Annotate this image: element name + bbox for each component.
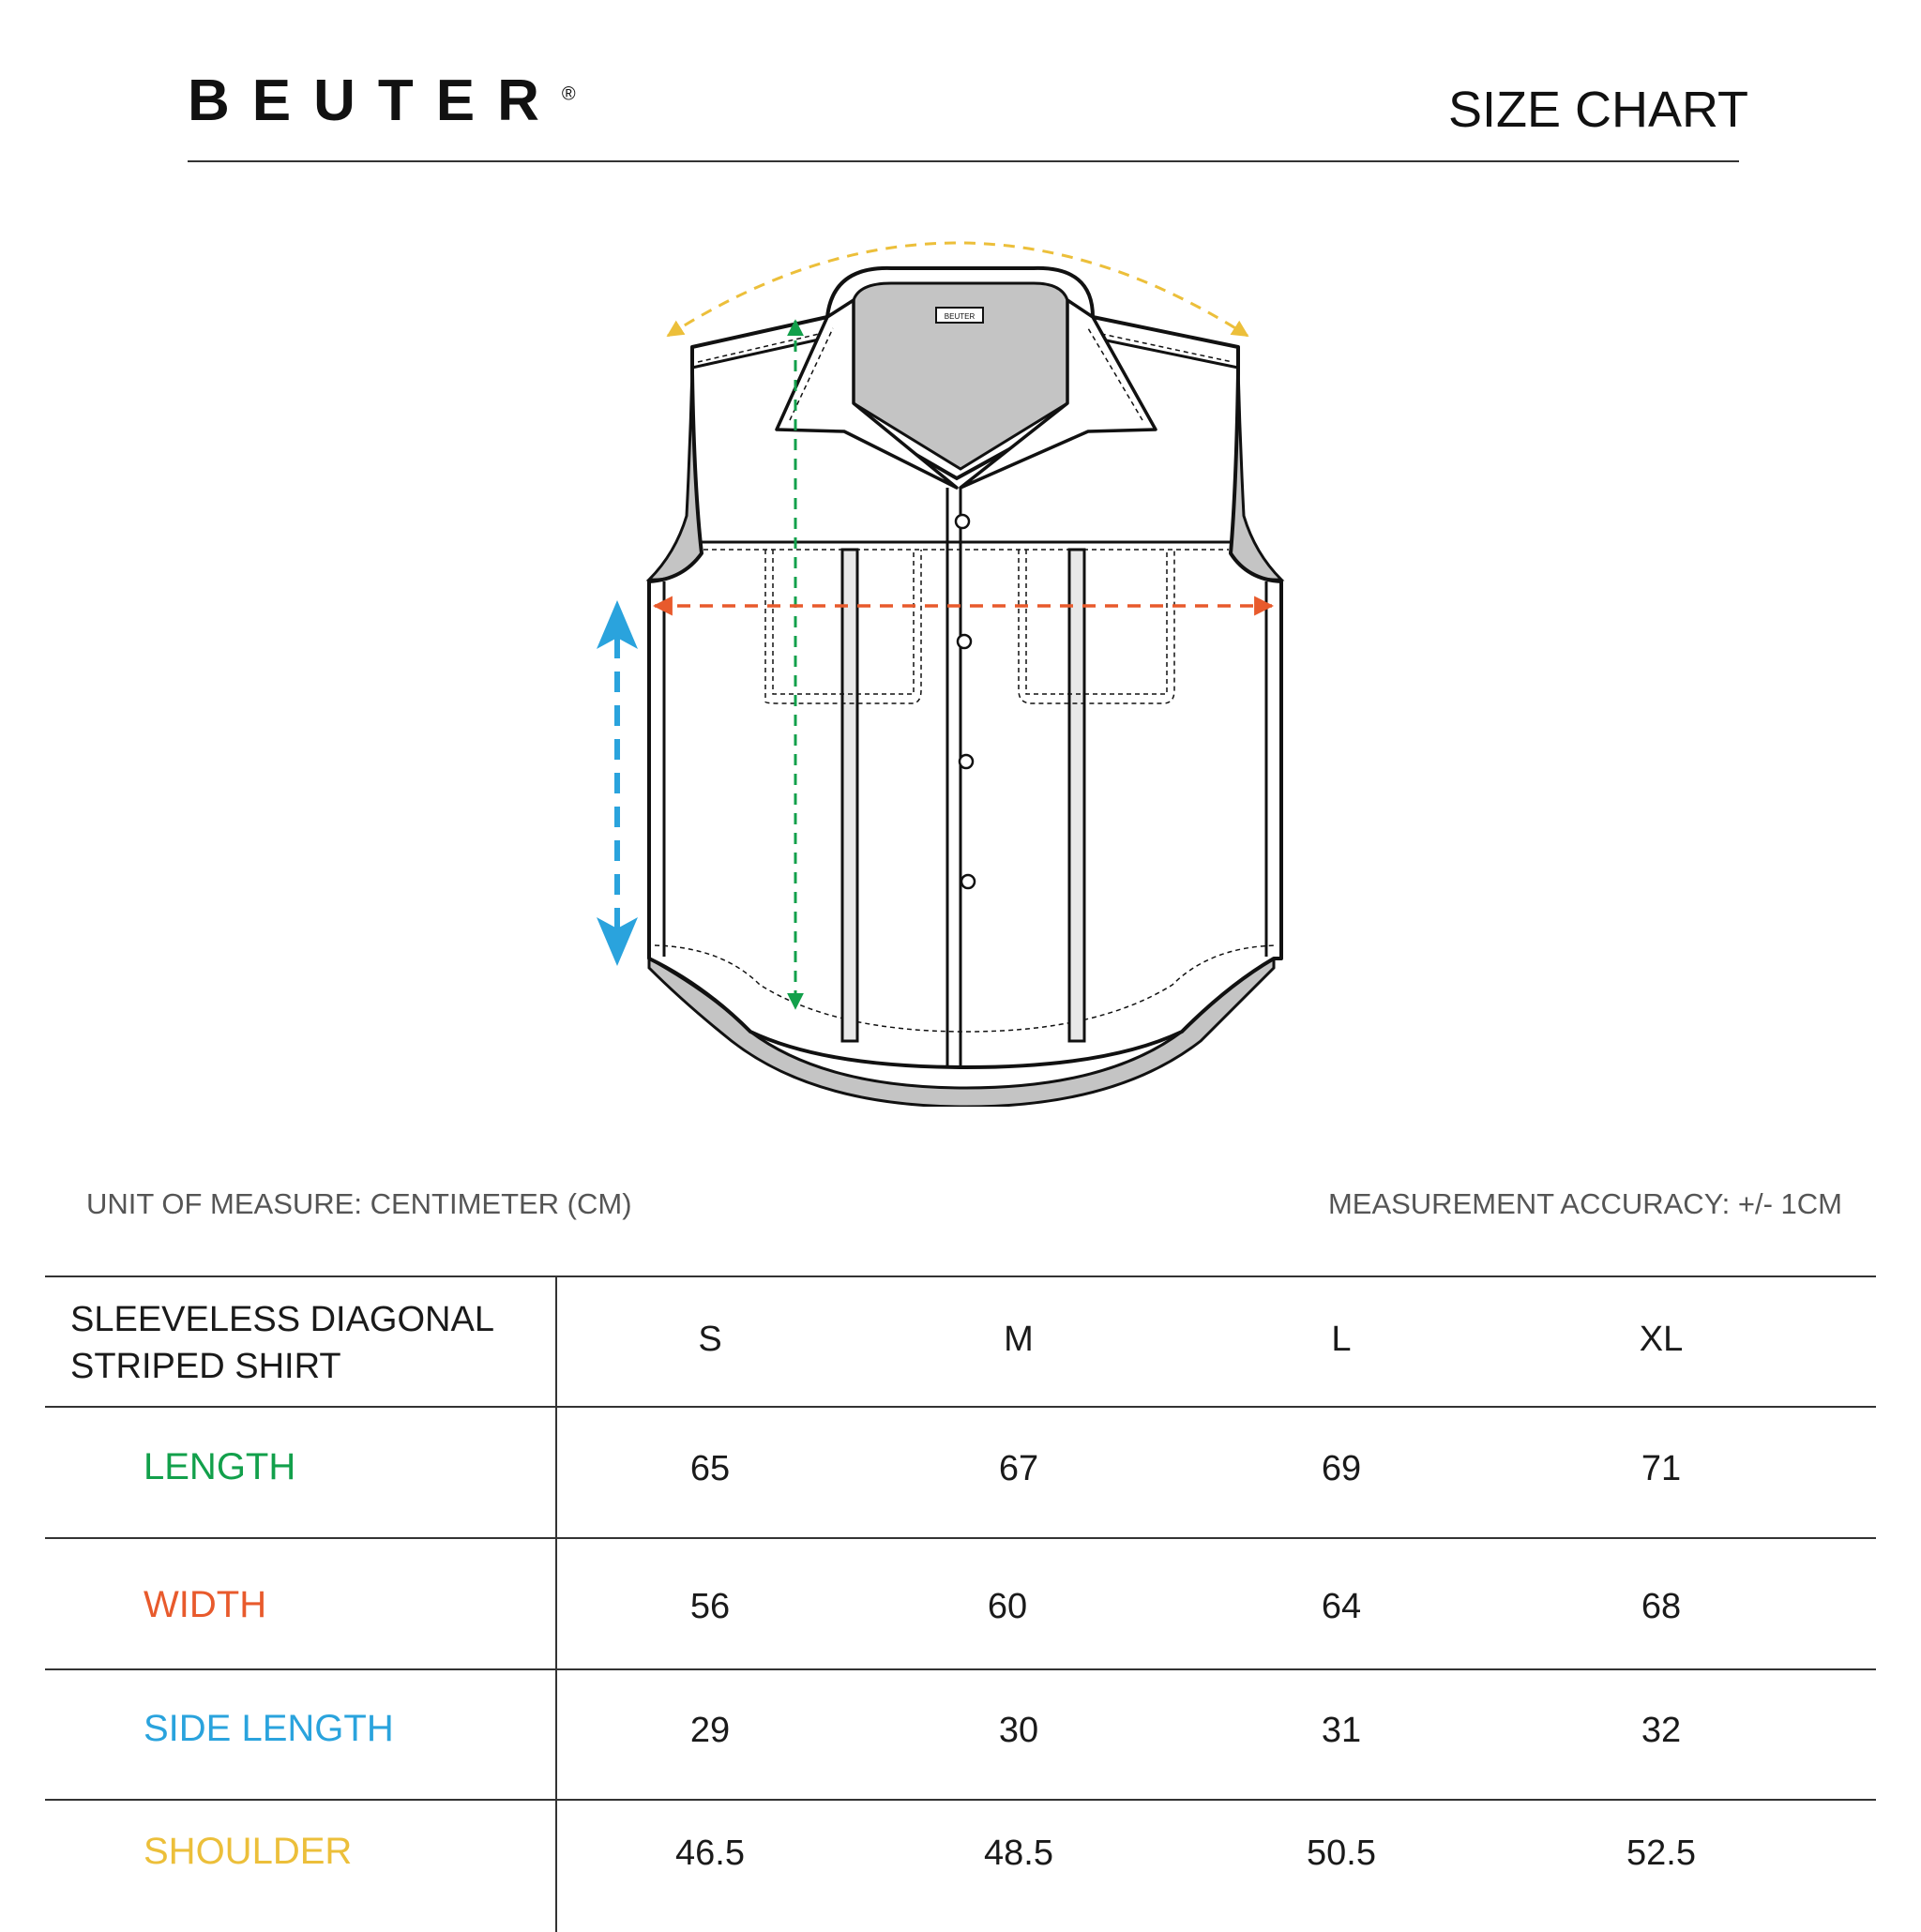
button: [954, 513, 971, 530]
table-rule-top: [45, 1275, 1876, 1277]
cell-width-l: 64: [1321, 1587, 1362, 1626]
cell-shoulder-m: 48.5: [984, 1834, 1053, 1873]
cell-width-s: 56: [689, 1587, 731, 1626]
cell-length-xl: 71: [1641, 1449, 1682, 1488]
shirt-body: [647, 315, 1283, 1069]
unit-note: UNIT OF MEASURE: CENTIMETER (CM): [86, 1187, 632, 1220]
shoulder-arrow: [666, 241, 1249, 338]
product-name-line1: SLEEVELESS DIAGONAL: [70, 1300, 494, 1339]
cell-length-m: 67: [998, 1449, 1039, 1488]
product-name-line2: STRIPED SHIRT: [70, 1347, 341, 1386]
cell-width-xl: 68: [1641, 1587, 1682, 1626]
hem-lining: [647, 956, 1276, 1107]
button-placket: [945, 488, 962, 1067]
size-header-xl: XL: [1639, 1320, 1684, 1359]
cell-side-length-l: 31: [1321, 1711, 1362, 1750]
right-lapel: [959, 298, 1157, 490]
right-pocket: [1018, 550, 1175, 704]
cell-side-length-m: 30: [998, 1711, 1039, 1750]
left-pocket: [764, 550, 922, 704]
hem-stitching: [654, 944, 1277, 1033]
cell-shoulder-l: 50.5: [1307, 1834, 1376, 1873]
size-header-l: L: [1331, 1320, 1352, 1359]
garment-illustration: BEUTER: [645, 241, 1285, 1107]
cell-length-l: 69: [1321, 1449, 1362, 1488]
table-rule: [45, 1799, 1876, 1801]
left-pocket-inner: [772, 550, 915, 695]
right-pocket-inner: [1025, 550, 1168, 695]
cell-length-s: 65: [689, 1449, 731, 1488]
table-rule: [45, 1668, 1876, 1670]
registered-mark: ®: [561, 83, 576, 105]
header-divider: [188, 160, 1739, 162]
table-rule: [45, 1406, 1876, 1408]
cell-side-length-xl: 32: [1641, 1711, 1682, 1750]
brand-name: BEUTER: [188, 68, 562, 133]
size-header-m: M: [1004, 1320, 1034, 1359]
cell-width-m: 60: [987, 1587, 1028, 1626]
cell-shoulder-xl: 52.5: [1626, 1834, 1696, 1873]
side-seams: [662, 581, 1268, 957]
product-name: SLEEVELESS DIAGONAL STRIPED SHIRT: [70, 1296, 539, 1390]
shoulder-seam: [691, 336, 1239, 370]
table-column-divider: [555, 1275, 557, 1932]
row-label-shoulder: SHOULDER: [144, 1831, 353, 1872]
button: [960, 873, 976, 890]
row-label-length: LENGTH: [144, 1446, 296, 1487]
button: [956, 633, 973, 650]
stripe-right: [1067, 548, 1086, 1043]
cell-shoulder-s: 46.5: [675, 1834, 745, 1873]
cell-side-length-s: 29: [689, 1711, 731, 1750]
side-length-arrowhead-bottom: [597, 917, 638, 966]
brand-logo: BEUTER®: [188, 68, 576, 134]
shoulder-stitching: [697, 331, 1233, 363]
row-label-side-length: SIDE LENGTH: [144, 1708, 394, 1749]
button: [958, 753, 975, 770]
row-label-width: WIDTH: [144, 1584, 267, 1625]
neck-label-text: BEUTER: [945, 312, 976, 321]
stripe-left: [840, 548, 859, 1043]
left-lapel: [775, 298, 959, 490]
page-title: SIZE CHART: [1447, 82, 1748, 138]
accuracy-note: MEASUREMENT ACCURACY: +/- 1CM: [1327, 1187, 1842, 1220]
side-length-arrow: [597, 600, 638, 966]
side-length-arrowhead-top: [597, 600, 638, 649]
table-rule: [45, 1537, 1876, 1539]
size-header-s: S: [698, 1320, 722, 1359]
